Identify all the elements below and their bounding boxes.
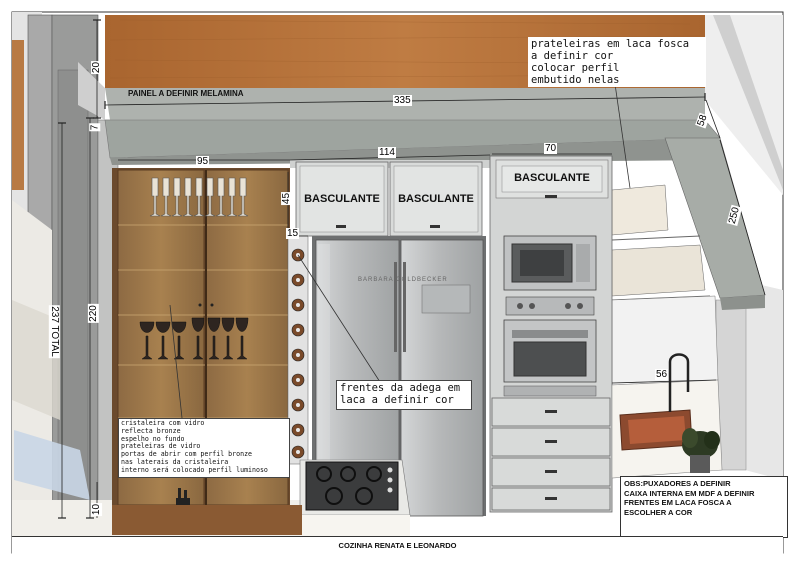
note-shelves-line: embutido nelas [531,74,620,86]
standing-wine-glasses [139,317,249,360]
note-adega-line: laca a definir cor [340,394,454,406]
note-obs-line: ESCOLHER A COR [624,507,693,517]
note-obs-line: CAIXA INTERNA EM MDF A DEFINIR [624,488,755,498]
dim-basculante-height: 45 [281,191,293,206]
note-adega-line: frentes da adega em [340,382,461,394]
dim-upper-width: 114 [378,147,396,158]
note-adega: frentes da adega em laca a definir cor [336,380,472,410]
dim-base: 10 [91,502,103,517]
left-wood-strip [12,40,24,190]
dim-soffit: 7 [89,123,101,132]
note-obs: OBS:PUXADORES A DEFINIR CAIXA INTERNA EM… [620,476,788,538]
note-cristaleira: cristaleira com vidro reflecta bronze es… [118,418,290,478]
note-obs-line: OBS:PUXADORES A DEFINIR [624,479,731,488]
dim-cristaleira-width: 95 [196,156,210,167]
basculante-label-2: BASCULANTE [398,193,474,205]
plant [682,428,720,459]
note-cristaleira-line: nas laterais da cristaleira [121,457,229,466]
note-shelves-line: prateleiras em laca fosca [531,38,690,50]
panel-label: PAINEL A DEFINIR MELAMINA [128,89,244,98]
basculante-label-3: BASCULANTE [514,172,590,184]
hanging-wine-glasses [149,177,249,217]
note-shelves-line: colocar perfil [531,62,620,74]
title-bar: COZINHA RENATA E LEONARDO [12,536,783,554]
oven-control-panel [505,296,595,316]
dim-adega-width: 15 [286,228,300,239]
drawing-title: COZINHA RENATA E LEONARDO [338,541,457,550]
dim-width-total: 335 [393,95,412,106]
note-cristaleira-line: portas de abrir com perfil bronze [121,450,253,459]
water-dispenser [421,284,471,314]
cooktop [305,461,399,511]
note-cristaleira-line: prateleiras de vidro [121,442,201,451]
note-obs-line: FRENTES EM LACA FOSCA A [624,498,732,507]
note-cristaleira-line: interno será colocado perfil luminoso [121,465,268,474]
note-shelves-line: a definir cor [531,50,614,62]
dim-sink-width: 56 [655,369,669,380]
dim-cabinet-height: 220 [87,304,99,323]
leader-lines [169,83,631,419]
note-cristaleira-line: reflecta bronze [121,426,181,435]
dim-total-height: 237 TOTAL [48,305,60,358]
note-cristaleira-line: espelho no fundo [121,434,185,443]
dim-oven-width: 70 [544,143,558,154]
drawer-3 [491,457,611,487]
dim-panel-height: 20 [91,60,103,75]
floor-reflection [14,430,90,500]
note-shelves: prateleiras em laca fosca a definir cor … [528,37,706,87]
basculante-label-1: BASCULANTE [304,193,380,205]
note-cristaleira-line: cristaleira com vidro [121,419,205,427]
faucet [668,353,690,412]
fridge-brand: BARBARA GOLDBECKER [358,277,448,283]
